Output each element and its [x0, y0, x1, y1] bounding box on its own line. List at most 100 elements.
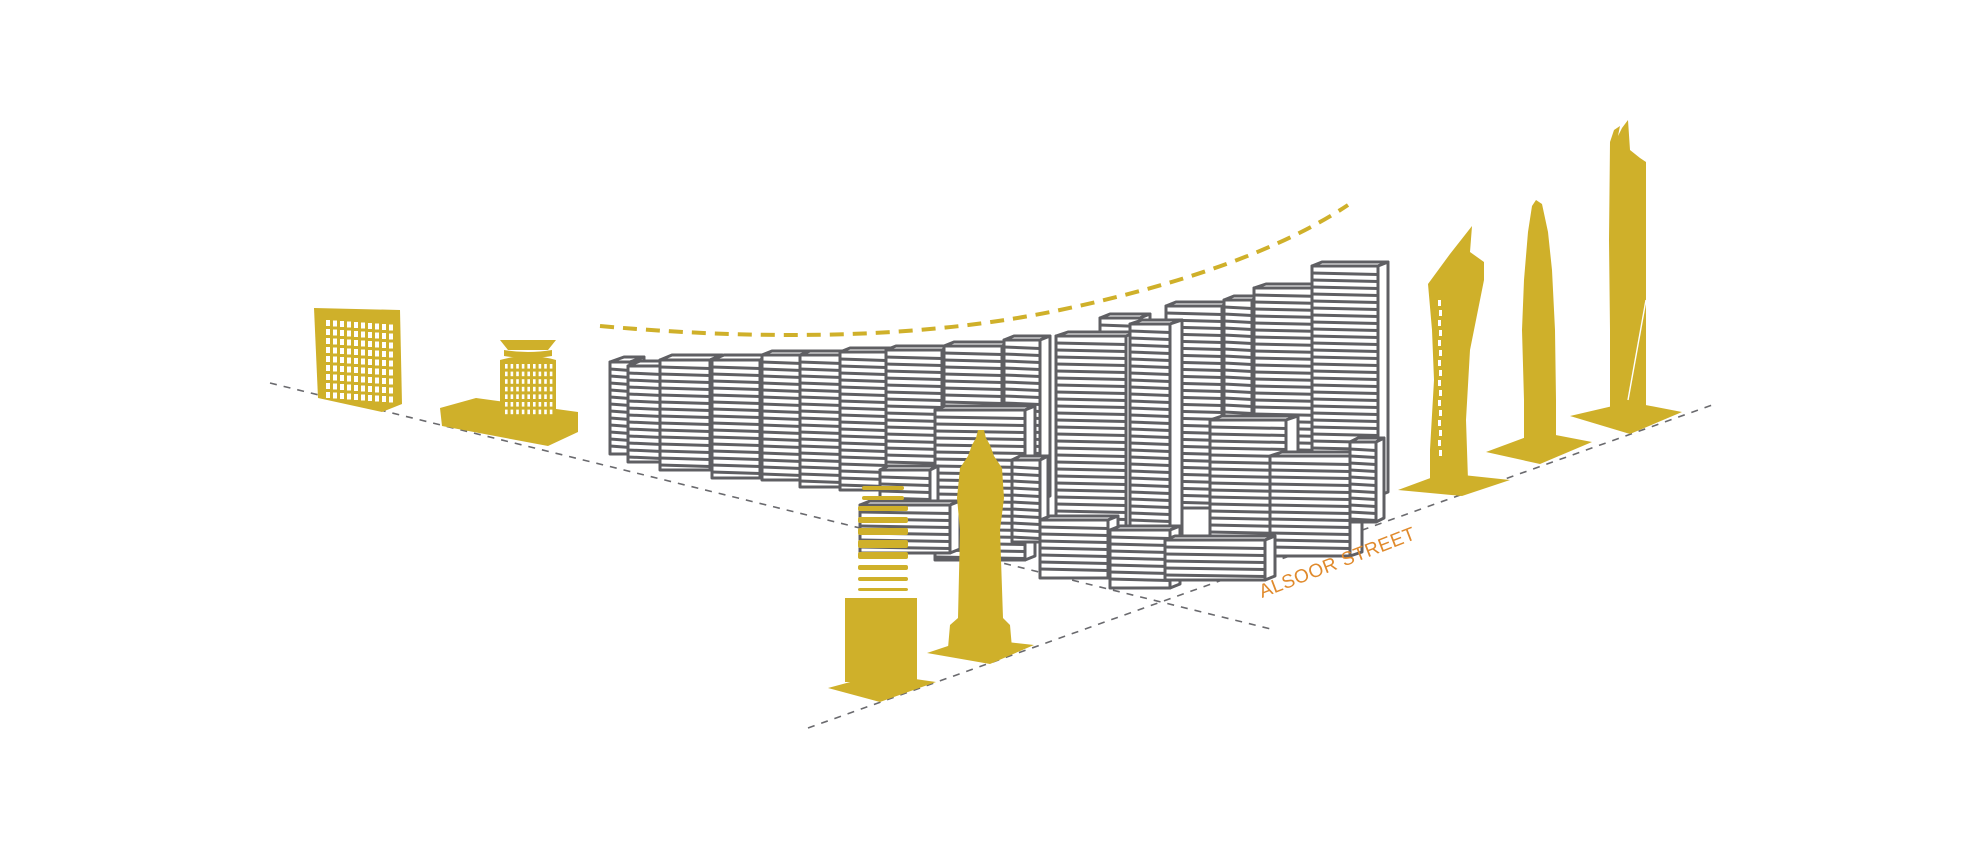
skyline-arc	[599, 203, 1350, 337]
massing-floor-line	[1129, 378, 1171, 383]
massing-floor-line	[1055, 397, 1127, 402]
massing-floor-line	[1129, 413, 1171, 418]
massing-floor-line	[711, 463, 761, 468]
massing-floor-line	[1011, 465, 1041, 470]
massing-floor-line	[885, 418, 943, 423]
massing-floor-line	[1129, 420, 1171, 425]
massing-floor-line	[1269, 468, 1351, 473]
massing-floor-line	[1223, 389, 1253, 394]
round-tower-window	[510, 371, 514, 377]
massing-floor-line	[1055, 418, 1127, 423]
slab-window	[361, 385, 365, 392]
slab-window	[354, 367, 358, 373]
round-tower-window	[527, 409, 530, 415]
massing-floor-line	[1223, 347, 1253, 352]
slab-window	[382, 360, 386, 366]
slab-window	[375, 323, 379, 330]
twist-floor-mark	[1438, 300, 1441, 306]
slab-window	[333, 374, 337, 381]
massing-floor-line	[1039, 567, 1109, 572]
round-tower-window	[544, 371, 547, 377]
slab-window	[375, 395, 379, 402]
massing-floor-line	[1129, 329, 1171, 334]
massing-floor-line	[839, 392, 887, 397]
massing-floor-line	[659, 428, 711, 433]
round-tower-window	[533, 364, 536, 369]
massing-floor-line	[885, 425, 943, 430]
massing-block	[1054, 330, 1140, 538]
round-tower-window	[510, 409, 514, 415]
massing-floor-line	[799, 381, 843, 386]
massing-floor-line	[659, 365, 711, 370]
slab-window	[333, 383, 337, 390]
massing-floor-line	[1223, 354, 1253, 359]
massing-floor-line	[1055, 355, 1127, 360]
massing-floor-line	[943, 372, 1003, 377]
massing-floor-line	[1055, 383, 1127, 388]
massing-floor-line	[943, 358, 1003, 363]
massing-floor-line	[1129, 483, 1171, 488]
round-tower-window	[544, 364, 547, 369]
massing-floor-line	[1055, 362, 1127, 367]
massing-floor-line	[1311, 376, 1379, 381]
slab-window-grid	[326, 320, 393, 403]
slab-window	[389, 342, 393, 349]
slab-window	[382, 324, 386, 330]
massing-floor-line	[1129, 385, 1171, 390]
massing-floor-line	[1311, 320, 1379, 325]
massing-floor-line	[885, 369, 943, 374]
massing-floor-line	[1223, 410, 1253, 415]
massing-floor-line	[711, 386, 761, 391]
round-tower-window	[544, 394, 547, 399]
massing-block	[1268, 450, 1364, 558]
round-tower-window	[538, 386, 542, 392]
massing-floor-line	[1209, 432, 1287, 437]
slab-window	[361, 349, 365, 356]
twisted-tower-landmark	[1398, 226, 1510, 496]
massing-block-face	[1348, 440, 1378, 524]
slab-window	[354, 349, 358, 355]
round-tower-window	[510, 364, 514, 369]
massing-floor-line	[839, 462, 887, 467]
round-tower-window	[533, 371, 536, 377]
massing-floor-line	[1349, 496, 1377, 501]
massing-floor-line	[1311, 404, 1379, 409]
massing-floor-line	[1164, 545, 1266, 550]
slab-window	[333, 347, 337, 354]
slab-window	[375, 386, 379, 393]
slab-window	[340, 321, 344, 327]
massing-floor-line	[885, 404, 943, 409]
round-tower-window	[538, 364, 542, 369]
massing-floor-line	[1349, 503, 1377, 508]
slab-window	[389, 378, 393, 385]
massing-floor-line	[1055, 474, 1127, 479]
massing-floor-line	[1003, 359, 1041, 364]
massing-floor-line	[799, 465, 843, 470]
stripe-band	[862, 496, 904, 500]
massing-floor-line	[627, 427, 663, 432]
slab-window	[382, 342, 386, 348]
round-tower-window	[505, 409, 508, 415]
slab-tower-landmark	[314, 308, 402, 412]
massing-floor-line	[1311, 411, 1379, 416]
massing-floor-line	[761, 416, 803, 421]
round-tower-window	[527, 371, 530, 377]
massing-floor-line	[934, 422, 1026, 427]
round-tower-window	[505, 402, 508, 407]
massing-floor-line	[761, 395, 803, 400]
massing-floor-line	[799, 479, 843, 484]
massing-floor-line	[659, 386, 711, 391]
massing-floor-line	[799, 367, 843, 372]
twist-floor-mark	[1439, 430, 1442, 436]
slab-window	[375, 359, 379, 366]
massing-floor-line	[799, 388, 843, 393]
massing-floor-line	[1269, 517, 1351, 522]
massing-floor-line	[1311, 299, 1379, 304]
round-tower-window	[549, 386, 553, 392]
round-tower-window	[521, 364, 525, 369]
massing-floor-line	[1223, 340, 1253, 345]
massing-floor-line	[1349, 468, 1377, 473]
massing-floor-line	[1269, 538, 1351, 543]
round-tower-window	[544, 379, 547, 384]
massing-floor-line	[1039, 539, 1109, 544]
